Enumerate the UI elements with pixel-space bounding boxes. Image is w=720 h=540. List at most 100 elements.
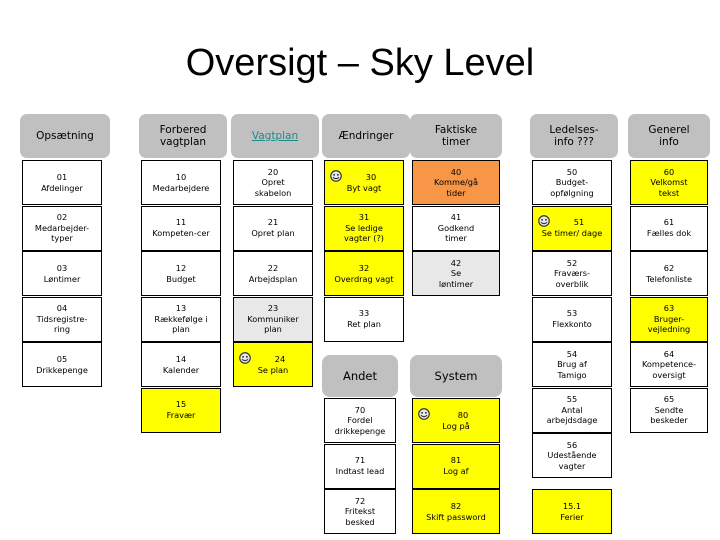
node-label: Ret plan xyxy=(347,319,381,329)
node-number: 31 xyxy=(358,212,370,223)
node-number: 11 xyxy=(175,217,187,228)
node-number: 51 xyxy=(573,217,585,228)
node-number: 03 xyxy=(56,262,68,273)
column-header-label: Ændringer xyxy=(338,129,394,142)
column-header-label: Opsætning xyxy=(36,129,94,142)
column-header-label: Vagtplan xyxy=(251,129,299,142)
node-label: Rækkefølge i plan xyxy=(154,313,208,335)
node-label: Se timer/ dage xyxy=(541,228,603,238)
column-header-generel-info: Generel info xyxy=(628,114,710,158)
node-label: Komme/gå tider xyxy=(434,177,478,198)
column-header-label: Generel info xyxy=(648,123,690,149)
node-label: Ferier xyxy=(560,511,584,522)
node-number: 71 xyxy=(354,455,366,466)
node-label: Løntimer xyxy=(43,273,81,284)
column-header-aendringer: Ændringer xyxy=(322,114,410,158)
column-header-vagtplan[interactable]: Vagtplan xyxy=(231,114,319,158)
node-number: 81 xyxy=(450,455,462,466)
column-header-label: Ledelses- info ??? xyxy=(549,123,599,149)
column-header-label: Faktiske timer xyxy=(434,123,478,149)
node-label: Fælles dok xyxy=(646,228,692,238)
smiley-icon xyxy=(330,169,342,182)
node-number: 56 xyxy=(566,439,578,450)
smiley-icon xyxy=(239,351,251,364)
node-number: 01 xyxy=(56,171,68,182)
node-number: 65 xyxy=(663,394,675,405)
node-label: Medarbejdere xyxy=(152,182,210,193)
node-label: Fraværs- overblik xyxy=(554,268,590,289)
node-number: 60 xyxy=(663,166,675,177)
node-label: Fordel drikkepenge xyxy=(334,415,386,436)
node-number: 52 xyxy=(566,257,578,268)
node-number: 30 xyxy=(365,171,377,182)
node-label: Byt vagt xyxy=(346,182,382,193)
node-number: 42 xyxy=(450,257,462,268)
section-header-label: Andet xyxy=(342,369,378,383)
node-number: 15.1 xyxy=(562,500,582,511)
node-label: Kommuniker plan xyxy=(247,313,299,335)
node-label: Tidsregistre- ring xyxy=(36,313,88,335)
node-number: 62 xyxy=(663,262,675,273)
node-number: 80 xyxy=(457,409,469,420)
column-header-opsaetning: Opsætning xyxy=(20,114,110,158)
node-label: Bruger- vejledning xyxy=(647,313,691,335)
node-label: Log på xyxy=(442,420,470,431)
node-label: Godkend timer xyxy=(437,222,475,244)
node-label: Se løntimer xyxy=(438,268,474,289)
node-number: 63 xyxy=(663,303,675,314)
node-number: 53 xyxy=(566,308,578,319)
node-label: Opret skabelon xyxy=(254,177,292,198)
node-label: Medarbejder- typer xyxy=(34,222,90,244)
node-number: 23 xyxy=(267,303,279,314)
node-label: Brug af Tamigo xyxy=(557,359,587,380)
node-label: Telefonliste xyxy=(645,273,693,284)
page-title: Oversigt – Sky Level xyxy=(185,42,535,84)
node-label: Fravær xyxy=(166,410,196,420)
node-label: Log af xyxy=(443,466,469,476)
node-number: 14 xyxy=(175,353,187,364)
